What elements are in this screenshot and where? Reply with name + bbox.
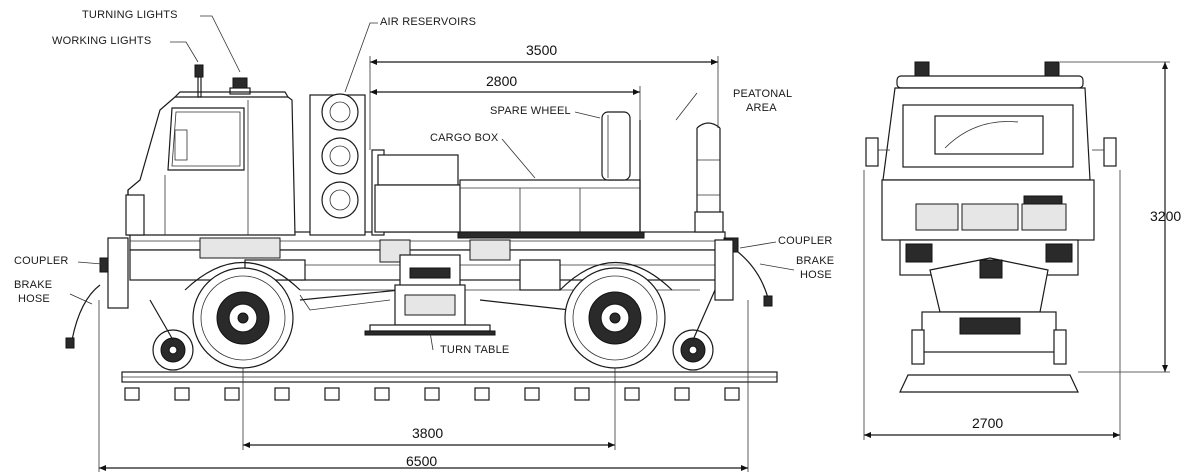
rail-sleeper xyxy=(624,387,640,401)
label-coupler-right: COUPLER xyxy=(778,235,833,247)
dimension-3500: 3500 xyxy=(526,42,558,58)
rail-sleeper xyxy=(574,387,590,401)
front-road-wheel xyxy=(192,267,294,369)
dimension-3200: 3200 xyxy=(1150,208,1182,224)
dimension-6500: 6500 xyxy=(406,453,438,469)
label-coupler-left: COUPLER xyxy=(14,255,69,267)
rail-sleeper xyxy=(524,387,540,401)
label-turn-table: TURN TABLE xyxy=(440,344,510,356)
rail-sleeper xyxy=(724,387,740,401)
label-peatonal: PEATONAL xyxy=(733,88,793,100)
rail-sleeper xyxy=(174,387,190,401)
rail-sleeper xyxy=(124,387,140,401)
rear-rail-wheel xyxy=(672,289,716,371)
spare-wheel xyxy=(601,111,631,181)
label-cargo-box: CARGO BOX xyxy=(430,132,499,144)
rear-coupler xyxy=(714,237,773,307)
side-dimension-lines xyxy=(98,56,749,472)
label-brake-left: BRAKE xyxy=(14,279,53,291)
cab xyxy=(125,64,296,236)
side-view xyxy=(65,64,778,401)
label-hose-right: HOSE xyxy=(800,269,832,281)
rail-sleeper xyxy=(474,387,490,401)
turn-table xyxy=(364,284,496,336)
peatonal-area xyxy=(639,120,724,233)
dimension-2700: 2700 xyxy=(972,415,1004,431)
front-coupler xyxy=(65,237,129,349)
rail-sleeper xyxy=(224,387,240,401)
label-turning-lights: TURNING LIGHTS xyxy=(82,9,178,21)
front-rail-wheel xyxy=(149,299,194,371)
front-view xyxy=(865,61,1117,393)
label-hose-left: HOSE xyxy=(18,293,50,305)
air-reservoirs xyxy=(309,93,366,236)
rear-road-wheel xyxy=(564,267,666,369)
rail-track xyxy=(121,371,778,401)
label-working-lights: WORKING LIGHTS xyxy=(52,35,152,47)
rail-sleeper xyxy=(274,387,290,401)
label-area: AREA xyxy=(746,102,777,114)
leader-lines xyxy=(69,15,795,351)
dimension-2800: 2800 xyxy=(486,73,518,89)
rail-sleeper xyxy=(424,387,440,401)
label-air-reservoirs: AIR RESERVOIRS xyxy=(380,16,477,28)
rail-sleeper xyxy=(374,387,390,401)
label-brake-right: BRAKE xyxy=(796,255,835,267)
rail-sleeper xyxy=(674,387,690,401)
label-spare-wheel: SPARE WHEEL xyxy=(490,105,571,117)
cargo-box xyxy=(371,149,645,239)
front-dimension-lines xyxy=(863,61,1170,440)
dimension-3800: 3800 xyxy=(412,425,444,441)
rail-sleeper xyxy=(324,387,340,401)
